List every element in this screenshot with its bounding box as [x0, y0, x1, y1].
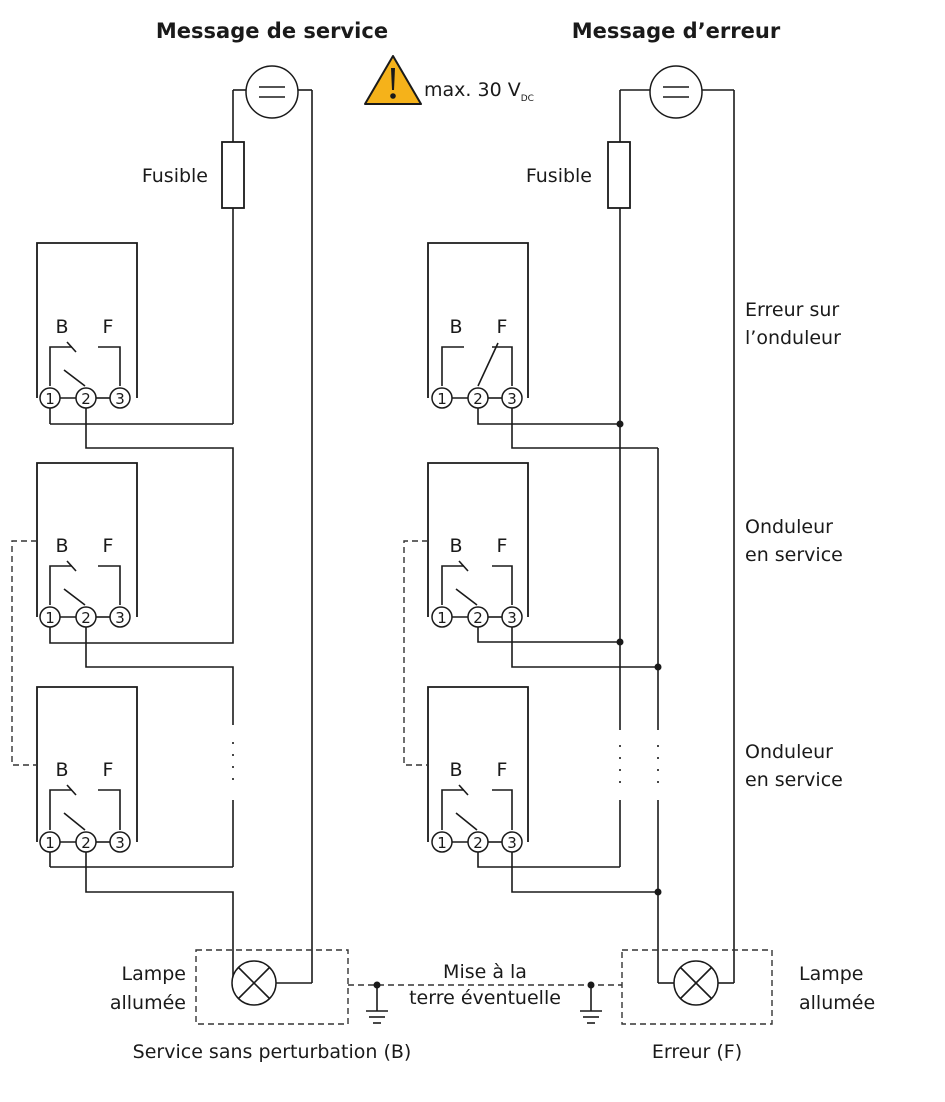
- svg-text:1: 1: [437, 834, 447, 852]
- svg-text:3: 3: [115, 834, 125, 852]
- state-label-2-line1: Onduleur: [745, 516, 833, 538]
- grounding-link: [348, 981, 622, 1024]
- state-label-3-line1: Onduleur: [745, 741, 833, 763]
- svg-text:2: 2: [81, 390, 91, 408]
- service-caption: Service sans perturbation (B): [133, 1041, 412, 1063]
- svg-text:1: 1: [437, 609, 447, 627]
- svg-text:2: 2: [473, 390, 483, 408]
- svg-text:F: F: [103, 535, 114, 557]
- warning-triangle-icon: [364, 55, 422, 105]
- svg-text:B: B: [55, 316, 68, 338]
- svg-text:3: 3: [507, 609, 517, 627]
- svg-text:F: F: [497, 759, 508, 781]
- svg-text:3: 3: [115, 609, 125, 627]
- grounding-label-line1: Mise à la: [443, 961, 527, 983]
- svg-text:3: 3: [507, 834, 517, 852]
- service-lamp-label-line2: allumée: [110, 992, 186, 1014]
- svg-text:1: 1: [45, 834, 55, 852]
- error-lamp-label-line2: allumée: [799, 992, 875, 1014]
- svg-text:B: B: [449, 759, 462, 781]
- relay-unit-2: B F 1 2 3: [36, 462, 138, 628]
- svg-text:1: 1: [45, 609, 55, 627]
- svg-text:B: B: [55, 759, 68, 781]
- relay-unit-2: B F 1 2 3: [427, 462, 529, 628]
- service-lamp-icon: [231, 960, 277, 1006]
- error-lamp-icon: [673, 960, 719, 1006]
- svg-text:B: B: [449, 316, 462, 338]
- svg-text:B: B: [55, 535, 68, 557]
- svg-text:1: 1: [45, 390, 55, 408]
- fuse-icon: [607, 141, 631, 209]
- dc-source-icon: [649, 65, 703, 119]
- error-message-title: Message d’erreur: [572, 19, 781, 43]
- service-lamp-enclosure: [195, 949, 349, 1025]
- fuse-icon: [221, 141, 245, 209]
- relay-unit-1: B F 1 2 3: [427, 242, 529, 409]
- svg-text:3: 3: [115, 390, 125, 408]
- error-lamp-label-line1: Lampe: [799, 963, 864, 985]
- relay-unit-3: B F 1 2 3: [36, 686, 138, 853]
- svg-text:F: F: [103, 759, 114, 781]
- error-lamp-enclosure: [621, 949, 773, 1025]
- relay-unit-3: B F 1 2 3: [427, 686, 529, 853]
- state-label-1-line1: Erreur sur: [745, 299, 839, 321]
- dc-source-icon: [245, 65, 299, 119]
- state-label-2-line2: en service: [745, 544, 843, 566]
- service-lamp-label-line1: Lampe: [122, 963, 187, 985]
- svg-text:3: 3: [507, 390, 517, 408]
- svg-text:2: 2: [473, 609, 483, 627]
- state-label-1-line2: l’onduleur: [745, 327, 841, 349]
- svg-text:F: F: [103, 316, 114, 338]
- svg-text:B: B: [449, 535, 462, 557]
- service-message-title: Message de service: [156, 19, 388, 43]
- svg-text:1: 1: [437, 390, 447, 408]
- fuse-label: Fusible: [526, 165, 592, 187]
- grounding-label-line2: terre éventuelle: [409, 987, 561, 1009]
- svg-text:2: 2: [81, 834, 91, 852]
- state-label-3-line2: en service: [745, 769, 843, 791]
- relay-unit-1: B F 1 2 3: [36, 242, 138, 409]
- service-message-circuit: Fusible B F 1 2 3 B F: [11, 65, 412, 1063]
- fuse-label: Fusible: [142, 165, 208, 187]
- svg-text:F: F: [497, 535, 508, 557]
- svg-text:2: 2: [81, 609, 91, 627]
- svg-text:2: 2: [473, 834, 483, 852]
- max-voltage-label: max. 30 VDC: [424, 79, 534, 104]
- error-caption: Erreur (F): [652, 1041, 742, 1063]
- svg-text:F: F: [497, 316, 508, 338]
- error-message-circuit: Fusible B F 1 2 3 B F: [403, 65, 875, 1063]
